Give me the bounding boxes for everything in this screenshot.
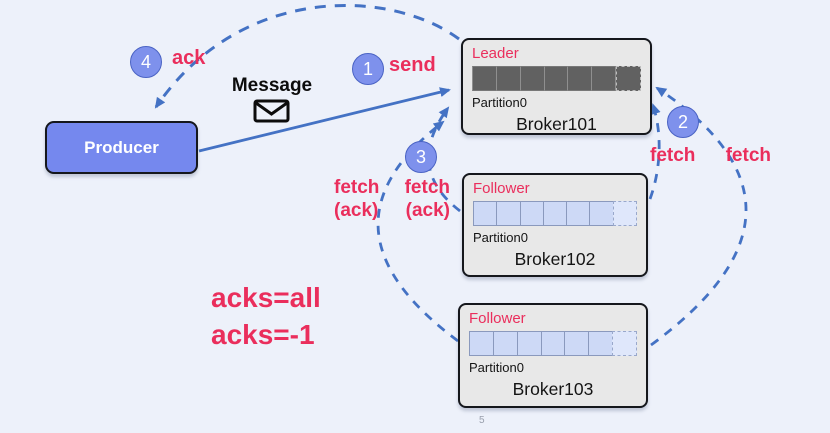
page-number: 5 xyxy=(479,415,485,426)
fetch-label: fetch xyxy=(334,177,380,198)
partition-cells xyxy=(473,201,637,226)
broker-box-102: Follower Partition0 Broker102 xyxy=(462,173,648,277)
step-number: 2 xyxy=(677,112,688,132)
fetch-labels: fetch fetch xyxy=(650,144,771,167)
fetch-arrow-broker102-right xyxy=(648,103,661,200)
partition-label: Partition0 xyxy=(472,95,527,110)
step-number: 1 xyxy=(362,59,373,79)
message-label: Message xyxy=(231,75,313,96)
broker-name: Broker102 xyxy=(514,249,596,269)
partition-cells xyxy=(469,331,638,356)
partition-label: Partition0 xyxy=(473,230,528,245)
ack-arrow xyxy=(154,3,460,109)
producer-label: Producer xyxy=(84,137,159,157)
broker-box-101: Leader Partition0 Broker101 xyxy=(461,38,652,135)
acks-line: acks=-1 xyxy=(211,319,315,350)
acks-config-text: acks=all acks=-1 xyxy=(211,279,321,353)
ack-sub-label: (ack) xyxy=(405,200,450,221)
partition-cells xyxy=(472,66,642,91)
ack-sub-label: (ack) xyxy=(334,200,379,221)
step-number: 4 xyxy=(140,52,151,72)
fetch-label: fetch xyxy=(404,177,450,198)
broker-name: Broker103 xyxy=(512,379,594,399)
broker-role-label: Follower xyxy=(469,310,526,327)
partition-label: Partition0 xyxy=(469,360,524,375)
fetch-label: fetch xyxy=(650,145,696,166)
broker-role-label: Follower xyxy=(473,180,530,197)
producer-box: Producer xyxy=(45,121,198,174)
broker-name: Broker101 xyxy=(516,114,597,134)
ack-label: ack xyxy=(172,47,206,69)
broker-box-103: Follower Partition0 Broker103 xyxy=(458,303,648,408)
fetch-ack-labels: fetch fetch (ack) (ack) xyxy=(334,176,450,222)
step-number: 3 xyxy=(415,147,426,167)
step-circle-3: 3 xyxy=(405,141,437,173)
envelope-icon xyxy=(253,99,290,123)
fetch-label: fetch xyxy=(725,145,771,166)
broker-role-label: Leader xyxy=(472,45,519,62)
step-circle-4: 4 xyxy=(130,46,162,78)
fetch-ack-arrow-broker103-left xyxy=(376,120,459,343)
send-arrow xyxy=(198,87,451,153)
fetch-arrow-broker103-right xyxy=(650,86,748,347)
step-circle-1: 1 xyxy=(352,53,384,85)
step-circle-2: 2 xyxy=(667,106,699,138)
acks-line: acks=all xyxy=(211,282,321,313)
send-label: send xyxy=(389,54,436,76)
